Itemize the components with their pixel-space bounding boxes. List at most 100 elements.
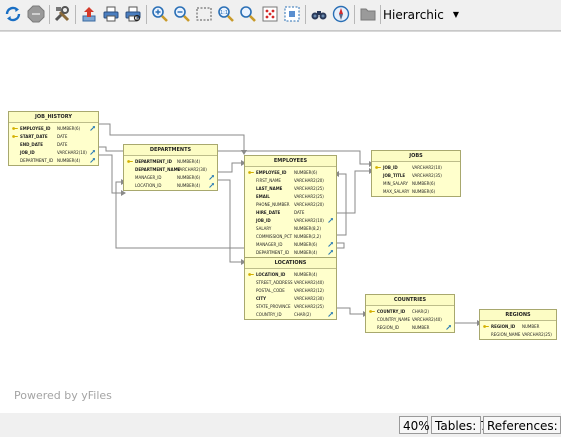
column-type: VARCHAR2(25) — [294, 194, 324, 199]
primary-key-icon — [248, 170, 254, 175]
compass-icon[interactable] — [331, 4, 351, 24]
column-type: NUMBER — [412, 325, 430, 330]
column-name: PHONE_NUMBER — [256, 202, 290, 207]
column-name: DEPARTMENT_ID — [20, 158, 54, 163]
column-row[interactable]: COUNTRY_ID CHAR(2) — [245, 311, 336, 319]
column-row[interactable]: EMAIL VARCHAR2(25) — [245, 193, 336, 201]
zoom-in-icon[interactable] — [150, 4, 170, 24]
column-name: STREET_ADDRESS — [256, 280, 293, 285]
chevron-down-icon: ▼ — [452, 10, 459, 19]
binoculars-icon[interactable] — [309, 4, 329, 24]
column-name: JOB_ID — [383, 165, 398, 170]
column-type: CHAR(2) — [294, 312, 311, 317]
zoom-actual-icon[interactable]: 1:1 — [216, 4, 236, 24]
status-bar: 40% Tables: 7 References: 10 — [0, 413, 561, 437]
stop-icon[interactable] — [26, 4, 46, 24]
column-name: COUNTRY_ID — [256, 312, 282, 317]
column-type: DATE — [57, 142, 68, 147]
zoom-region-icon[interactable] — [194, 4, 214, 24]
column-row[interactable]: JOB_ID VARCHAR2(10) — [372, 164, 460, 172]
zoom-out-icon[interactable] — [172, 4, 192, 24]
svg-text:1:1: 1:1 — [220, 10, 228, 16]
column-name: MAX_SALARY — [383, 189, 410, 194]
zoom-search-icon[interactable] — [238, 4, 258, 24]
column-name: MANAGER_ID — [256, 242, 283, 247]
export-icon[interactable] — [79, 4, 99, 24]
layout-select[interactable]: Hierarchic ▼ — [383, 5, 459, 24]
zoom-level: 40% — [399, 416, 430, 434]
column-type: NUMBER(6) — [294, 242, 318, 247]
foreign-key-icon — [90, 126, 95, 131]
column-row[interactable]: MANAGER_ID NUMBER(6) — [245, 241, 336, 249]
primary-key-icon — [483, 324, 489, 329]
print-icon[interactable] — [101, 4, 121, 24]
column-type: VARCHAR2(25) — [294, 304, 324, 309]
table-title: LOCATIONS — [245, 258, 336, 269]
column-name: EMAIL — [256, 194, 270, 199]
print-preview-icon[interactable] — [123, 4, 143, 24]
column-type: VARCHAR2(25) — [294, 186, 324, 191]
column-type: NUMBER(6) — [177, 175, 201, 180]
fit-selection-icon[interactable] — [260, 4, 280, 24]
column-type: CHAR(2) — [412, 309, 429, 314]
foreign-key-icon — [209, 183, 214, 188]
column-type: VARCHAR2(10) — [412, 165, 442, 170]
refresh-icon[interactable] — [3, 4, 23, 24]
tools-icon[interactable] — [52, 4, 72, 24]
folder-icon[interactable] — [358, 4, 378, 24]
column-name: COUNTRY_NAME — [377, 317, 410, 322]
column-name: EMPLOYEE_ID — [20, 126, 51, 131]
column-type: VARCHAR2(12) — [294, 288, 324, 293]
column-name: REGION_ID — [491, 324, 516, 329]
column-name: SALARY — [256, 226, 272, 231]
column-type: NUMBER(4) — [294, 272, 318, 277]
fit-content-icon[interactable] — [282, 4, 302, 24]
foreign-key-icon — [90, 150, 95, 155]
column-type: VARCHAR2(30) — [294, 296, 324, 301]
primary-key-icon — [369, 309, 375, 314]
